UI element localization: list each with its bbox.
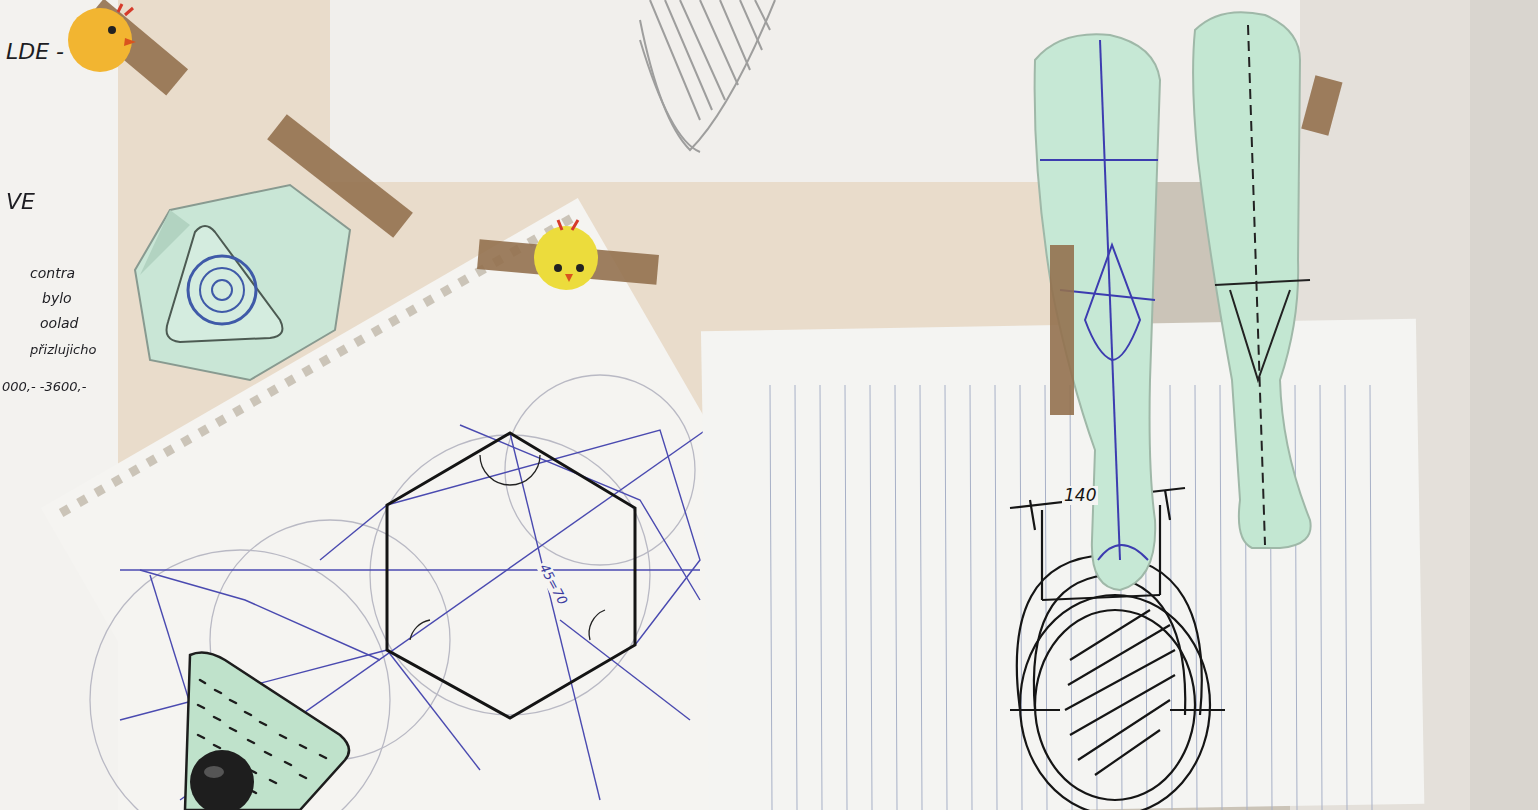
note-heading: LDE - [6,40,64,64]
note-heading: VE [6,190,35,214]
note-text: bylo [42,291,72,306]
price-note: 000,- -3600,- [2,380,86,394]
note-text: přizlujicho [30,343,96,357]
dimension-label: 140 [1062,486,1098,505]
note-text: oolad [40,316,79,331]
note-text: contra [30,266,75,281]
